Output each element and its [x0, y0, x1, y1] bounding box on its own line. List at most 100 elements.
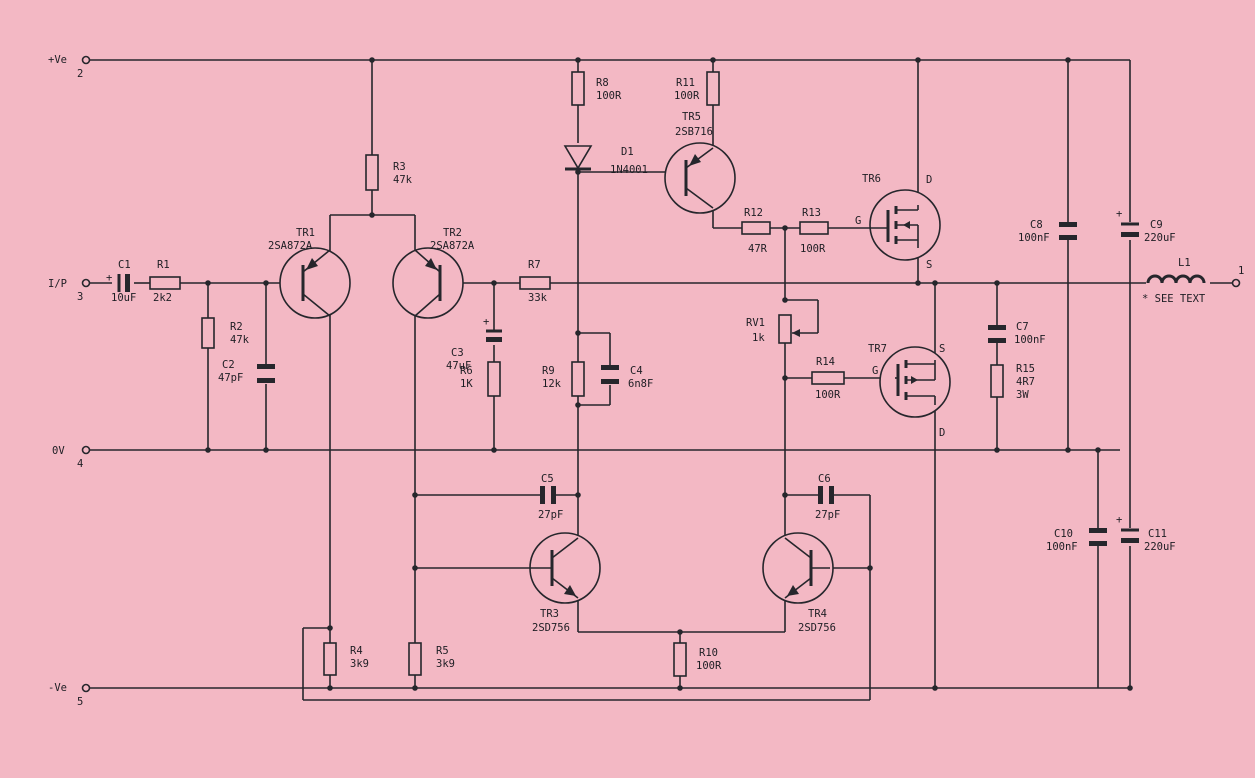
transistor-tr5: TR5 2SB716: [664, 111, 736, 214]
r8-ref: R8: [596, 77, 609, 89]
tr6-source: S: [926, 259, 932, 271]
capacitor-c11: + C11 220uF: [1116, 514, 1176, 553]
c7-value: 100nF: [1014, 334, 1046, 346]
r6-value: 1K: [460, 378, 473, 390]
r5-value: 3k9: [436, 658, 455, 670]
r10-ref: R10: [699, 647, 718, 659]
r14-ref: R14: [816, 356, 835, 368]
r6-ref: R6: [460, 365, 473, 377]
r12-value: 47R: [748, 243, 768, 255]
c3-plus: +: [483, 316, 489, 328]
c11-value: 220uF: [1144, 541, 1176, 553]
tr7-gate: G: [872, 365, 878, 377]
tr2-value: 2SA872A: [430, 240, 475, 252]
terminal-ground: 0V 4: [52, 445, 91, 470]
r10-value: 100R: [696, 660, 722, 672]
r3-value: 47k: [393, 174, 413, 186]
tr7-drain: D: [939, 427, 945, 439]
c9-value: 220uF: [1144, 232, 1176, 244]
r11-value: 100R: [674, 90, 700, 102]
r2-value: 47k: [230, 334, 250, 346]
tr4-ref: TR4: [808, 608, 827, 620]
r13-ref: R13: [802, 207, 821, 219]
r5-ref: R5: [436, 645, 449, 657]
tr3-ref: TR3: [540, 608, 559, 620]
c11-plus: +: [1116, 514, 1122, 526]
r3-ref: R3: [393, 161, 406, 173]
c3-ref: C3: [451, 347, 464, 359]
c9-plus: +: [1116, 208, 1122, 220]
tr3-value: 2SD756: [532, 622, 570, 634]
terminal-ground-pin: 4: [77, 458, 83, 470]
tr1-value: 2SA872A: [268, 240, 313, 252]
capacitor-c9: + C9 220uF: [1116, 208, 1176, 244]
tr5-value: 2SB716: [675, 126, 713, 138]
capacitor-c4: C4 6n8F: [601, 365, 653, 390]
resistor-r1: R1 2k2: [149, 259, 181, 304]
terminal-output-pin: 1: [1238, 265, 1244, 277]
r4-value: 3k9: [350, 658, 369, 670]
resistor-r9: R9 12k: [542, 361, 585, 397]
resistor-r4: R4 3k9: [323, 642, 369, 676]
resistor-r5: R5 3k9: [408, 642, 455, 676]
resistor-r3: R3 47k: [365, 154, 413, 191]
r1-value: 2k2: [153, 292, 172, 304]
c10-value: 100nF: [1046, 541, 1078, 553]
c8-ref: C8: [1030, 219, 1043, 231]
r9-value: 12k: [542, 378, 562, 390]
capacitor-c2: C2 47pF: [218, 359, 275, 384]
l1-note: * SEE TEXT: [1142, 293, 1206, 305]
c9-ref: C9: [1150, 219, 1163, 231]
resistor-r12: R12 47R: [741, 207, 771, 255]
resistor-r15: R15 4R7 3W: [990, 363, 1035, 401]
tr5-ref: TR5: [682, 111, 701, 123]
c1-plus: +: [106, 272, 112, 284]
inductor-l1: L1 * SEE TEXT: [1142, 257, 1210, 305]
r15-ref: R15: [1016, 363, 1035, 375]
terminal-input-pin: 3: [77, 291, 83, 303]
tr7-ref: TR7: [868, 343, 887, 355]
capacitor-c3: + C3 47uF: [446, 316, 502, 372]
r15-value: 4R7: [1016, 376, 1035, 388]
wiring: [90, 57, 1180, 701]
mosfet-tr6: TR6 D G S: [855, 173, 941, 271]
tr2-ref: TR2: [443, 227, 462, 239]
resistor-r8: R8 100R: [571, 71, 622, 106]
l1-ref: L1: [1178, 257, 1191, 269]
terminal-ground-label: 0V: [52, 445, 65, 457]
c1-ref: C1: [118, 259, 131, 271]
r7-value: 33k: [528, 292, 548, 304]
tr1-ref: TR1: [296, 227, 315, 239]
rv1-value: 1k: [752, 332, 765, 344]
r1-ref: R1: [157, 259, 170, 271]
resistor-r11: R11 100R: [674, 71, 720, 106]
resistor-r7: R7 33k: [519, 259, 551, 304]
r15-rating: 3W: [1016, 389, 1029, 401]
terminal-vminus-pin: 5: [77, 696, 83, 708]
terminal-vplus-pin: 2: [77, 68, 83, 80]
d1-value: 1N4001: [610, 164, 648, 176]
capacitor-c6: C6 27pF: [815, 473, 840, 521]
resistor-r13: R13 100R: [799, 207, 829, 255]
transistor-tr1: TR1 2SA872A: [268, 227, 351, 319]
resistor-r14: R14 100R: [811, 356, 845, 401]
r7-ref: R7: [528, 259, 541, 271]
r12-ref: R12: [744, 207, 763, 219]
tr4-value: 2SD756: [798, 622, 836, 634]
capacitor-c10: C10 100nF: [1046, 528, 1107, 553]
resistor-r2: R2 47k: [201, 317, 250, 349]
r2-ref: R2: [230, 321, 243, 333]
c11-ref: C11: [1148, 528, 1167, 540]
d1-ref: D1: [621, 146, 634, 158]
rv1-ref: RV1: [746, 317, 765, 329]
r8-value: 100R: [596, 90, 622, 102]
terminal-output: 1: [1205, 265, 1244, 288]
c5-value: 27pF: [538, 509, 563, 521]
mosfet-tr7: TR7 S G D: [868, 343, 951, 439]
terminal-input: I/P 3: [48, 278, 91, 303]
terminal-vplus-label: +Ve: [48, 54, 67, 66]
tr6-drain: D: [926, 174, 932, 186]
c5-ref: C5: [541, 473, 554, 485]
resistor-r6: R6 1K: [460, 361, 501, 397]
